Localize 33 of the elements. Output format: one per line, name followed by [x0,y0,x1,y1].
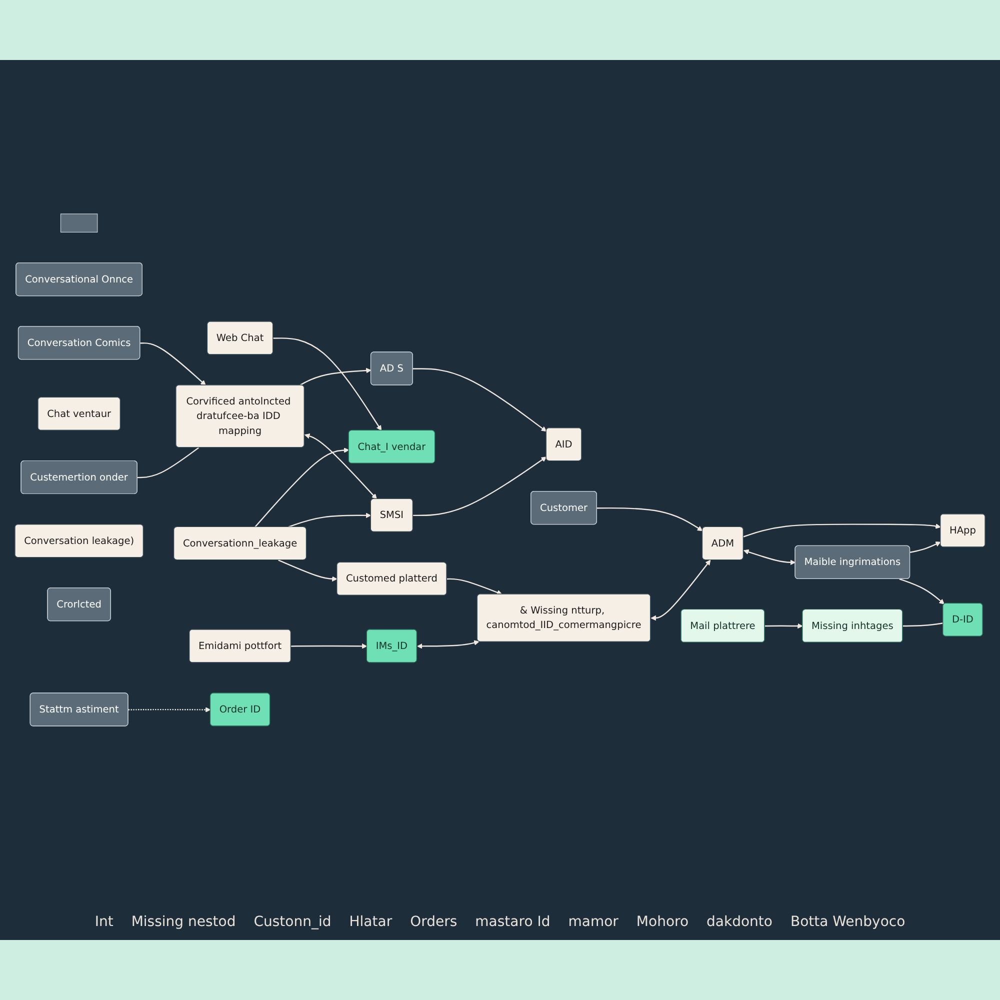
arrow [299,368,372,386]
connector [137,447,200,478]
arrow [744,549,796,566]
node-box [60,214,98,233]
arrow [910,542,941,554]
note-text: Mohoro [636,914,689,930]
arrow [412,368,547,432]
arrow [446,578,502,596]
note-text: Hlatar [349,914,392,930]
arrow [764,623,803,629]
arrow [288,512,372,528]
note-text: dakdonto [706,914,772,930]
arrow [273,338,382,431]
arrow [743,524,941,538]
note-text: mastaro Id [475,914,550,930]
arrow [650,560,711,621]
note-text: Orders [410,914,458,930]
note-text: Int [94,914,114,930]
note-text: Custonn_id [254,914,332,930]
note-text: Botta Wenbyoco [790,914,906,930]
arrow [899,578,944,604]
arrow [413,456,547,516]
arrow [596,508,703,532]
arrow [278,560,338,582]
arrow [140,342,206,386]
arrow [304,434,377,500]
arrow [417,640,480,649]
arrow [254,448,350,528]
arrow [128,707,211,712]
connector [902,622,944,627]
arrow [291,644,368,649]
note-text: Missing nestod [131,914,236,930]
note-text: mamor [568,914,618,930]
